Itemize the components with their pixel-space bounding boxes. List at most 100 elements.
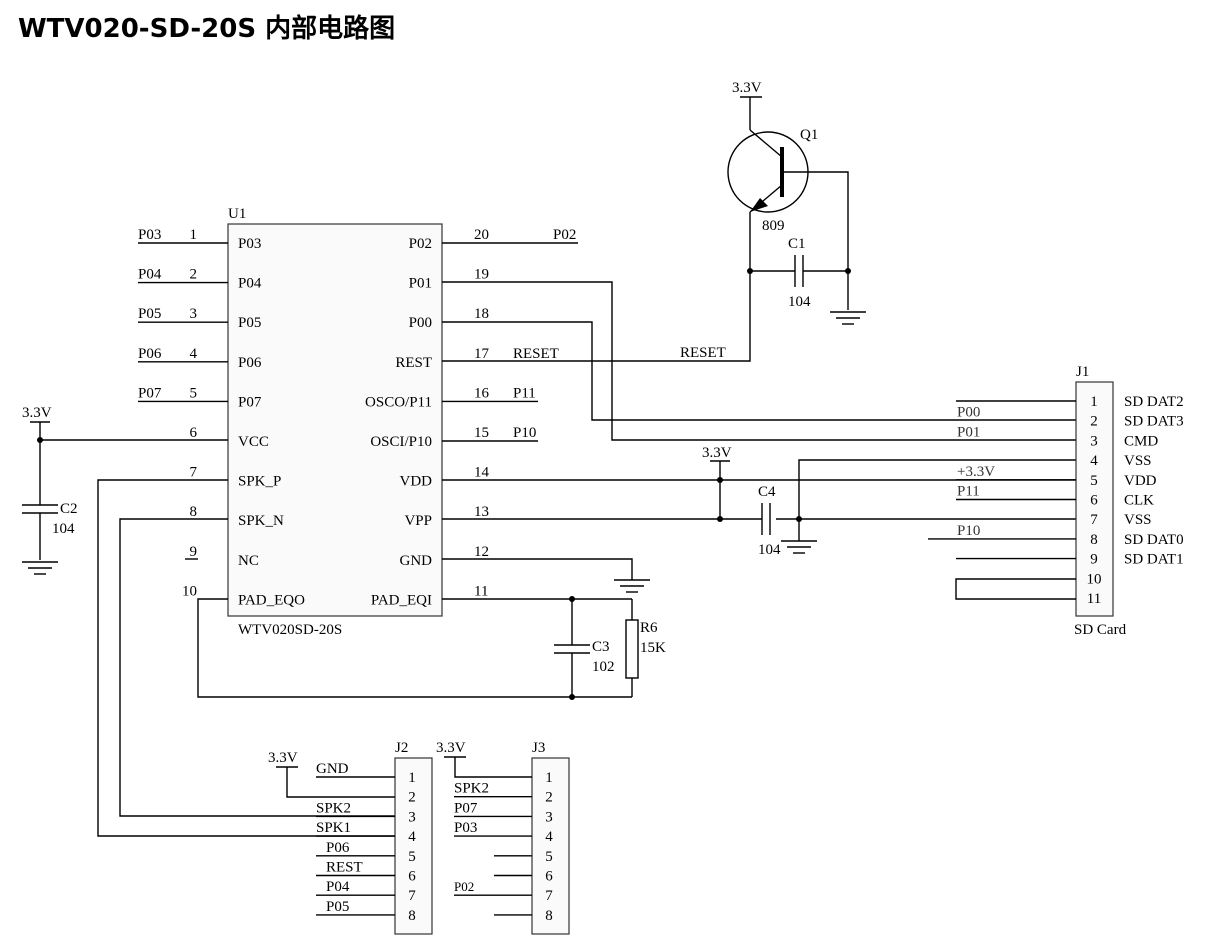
j3-pin-number: 2	[545, 790, 553, 806]
c4-value: 104	[758, 542, 781, 558]
u1-left-pins: 1P03P032P04P043P05P054P06P065P07P076VCC7…	[138, 227, 305, 608]
u1-pin-number: 13	[474, 504, 489, 520]
j1-pin-number: 11	[1087, 591, 1101, 607]
c2-supply-label: 3.3V	[22, 405, 52, 421]
u1-right-pins: 20P02P0219P0118P0017RESTRESET16OSCO/P11P…	[365, 227, 578, 608]
j1-name: SD Card	[1074, 622, 1127, 638]
u1-net-label: P05	[138, 306, 161, 322]
j3-pin-number: 1	[545, 770, 553, 786]
j1-net-label: +3.3V	[957, 464, 995, 480]
j1-pin-number: 10	[1087, 571, 1102, 587]
j1-pin-number: 4	[1090, 453, 1098, 469]
j1-net-label: P10	[957, 523, 980, 539]
j2-body	[394, 757, 433, 935]
j1-pin-number: 3	[1090, 433, 1098, 449]
u1-pin-number: 7	[190, 465, 198, 481]
j2-pin-number: 3	[408, 809, 416, 825]
j1-pin-signal: SD DAT0	[1124, 532, 1184, 548]
j2-pin-number: 7	[408, 888, 416, 904]
u1-net-label: P10	[513, 425, 536, 441]
u1-pin-name: VCC	[238, 434, 269, 450]
ground-symbol	[22, 561, 58, 575]
u1-pin-name: PAD_EQO	[238, 592, 305, 608]
j2-pin-number: 4	[408, 829, 416, 845]
u1-net-label: P02	[553, 227, 576, 243]
j1-pin-number: 1	[1090, 394, 1098, 410]
u1-chip: U1 WTV020SD-20S 1P03P032P04P043P05P054P0…	[138, 206, 578, 638]
j1-net-label: P01	[957, 424, 980, 440]
j1-pin-signal: VSS	[1124, 512, 1152, 528]
j1-pin-signal: CLK	[1124, 493, 1154, 509]
u1-net-label: P06	[138, 346, 162, 362]
u1-pin-number: 10	[182, 583, 197, 599]
u1-pin-name: GND	[400, 553, 433, 569]
u1-pin-number: 2	[190, 267, 198, 283]
j3-ref: J3	[532, 740, 545, 756]
j2-pin-number: 1	[408, 770, 416, 786]
u1-pin-name: P00	[409, 315, 432, 331]
j1-pin-number: 7	[1090, 512, 1098, 528]
u1-pin-name: P07	[238, 394, 262, 410]
j2-pin-number: 2	[408, 790, 416, 806]
r6-ref: R6	[640, 620, 658, 636]
j3-net-label: P07	[454, 800, 478, 816]
j3-net-label: P03	[454, 820, 477, 836]
u1-pin-name: VDD	[400, 474, 433, 490]
u1-pin-number: 3	[190, 306, 198, 322]
u1-pin-name: PAD_EQI	[371, 592, 432, 608]
u1-pin-name: REST	[395, 355, 432, 371]
u1-pin-name: OSCI/P10	[370, 434, 432, 450]
ground-symbol	[614, 579, 650, 593]
u1-pin-number: 8	[190, 504, 198, 520]
j2-supply-label: 3.3V	[268, 750, 298, 766]
u1-body	[227, 223, 443, 617]
r6-value: 15K	[640, 640, 666, 656]
j2-net-label: P05	[326, 899, 349, 915]
j2-net-label: REST	[326, 860, 363, 876]
u1-pin-number: 19	[474, 267, 489, 283]
c4-ref: C4	[758, 484, 776, 500]
j1-pin-signal: VSS	[1124, 453, 1152, 469]
j2-net-label: P04	[326, 879, 350, 895]
c2-ref: C2	[60, 501, 78, 517]
j2-net-label: GND	[316, 761, 349, 777]
c3-ref: C3	[592, 639, 610, 655]
u1-ref: U1	[228, 206, 246, 222]
u1-net-label: P11	[513, 385, 536, 401]
u1-net-label: RESET	[513, 346, 559, 362]
j1-pin-number: 5	[1090, 473, 1098, 489]
u1-pin-name: P06	[238, 355, 262, 371]
c4-capacitor: C4 104	[758, 484, 781, 558]
j3-pin-number: 8	[545, 908, 553, 924]
u1-pin-number: 20	[474, 227, 489, 243]
j3-pin-number: 6	[545, 869, 553, 885]
u1-pin-name: P02	[409, 236, 432, 252]
c1-ref: C1	[788, 236, 806, 252]
j1-pin-signal: SD DAT1	[1124, 552, 1184, 568]
j1-pin-signal: SD DAT2	[1124, 394, 1184, 410]
q1-ref: Q1	[800, 127, 818, 143]
u1-pin-number: 9	[190, 544, 198, 560]
j1-pin-signal: SD DAT3	[1124, 414, 1184, 430]
u1-pin-name: SPK_N	[238, 513, 284, 529]
j1-net-label: P00	[957, 405, 980, 421]
u1-pin-number: 18	[474, 306, 489, 322]
c2-capacitor: 3.3V C2 104	[22, 405, 228, 575]
u1-pin-name: P03	[238, 236, 261, 252]
j1-pin-number: 8	[1090, 532, 1098, 548]
c3-value: 102	[592, 659, 615, 675]
j2-pin-number: 8	[408, 908, 416, 924]
u1-pin-number: 11	[474, 583, 488, 599]
u1-net-label: P03	[138, 227, 161, 243]
u1-pin-number: 5	[190, 385, 198, 401]
c1-capacitor: C1 104	[750, 236, 848, 310]
u1-pin-name: NC	[238, 553, 259, 569]
q1-transistor: 3.3V Q1 809 RESET	[442, 80, 851, 362]
